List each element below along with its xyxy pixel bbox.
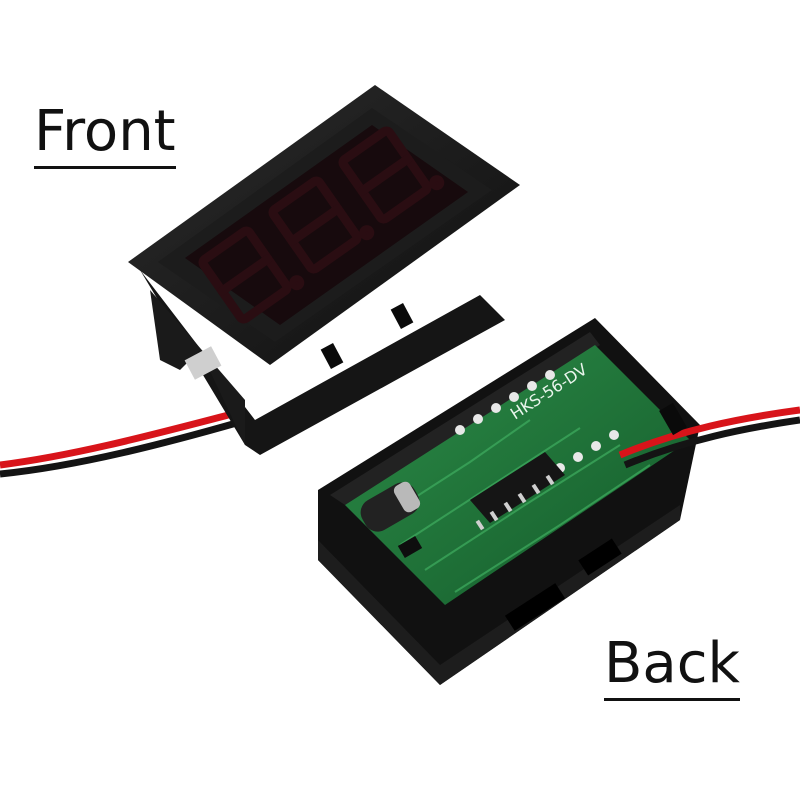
back-module: HKS-56-DV xyxy=(318,318,800,685)
display-window xyxy=(185,125,468,325)
front-red-wire xyxy=(0,408,241,469)
back-label: Back xyxy=(604,636,740,701)
back-black-wire xyxy=(623,416,800,469)
front-label: Front xyxy=(34,104,176,169)
display-segments xyxy=(198,126,445,324)
ic-chip xyxy=(470,452,565,531)
front-black-wire xyxy=(0,418,241,478)
front-module xyxy=(0,85,520,478)
capacitor xyxy=(360,481,421,532)
back-red-wire xyxy=(618,406,800,459)
